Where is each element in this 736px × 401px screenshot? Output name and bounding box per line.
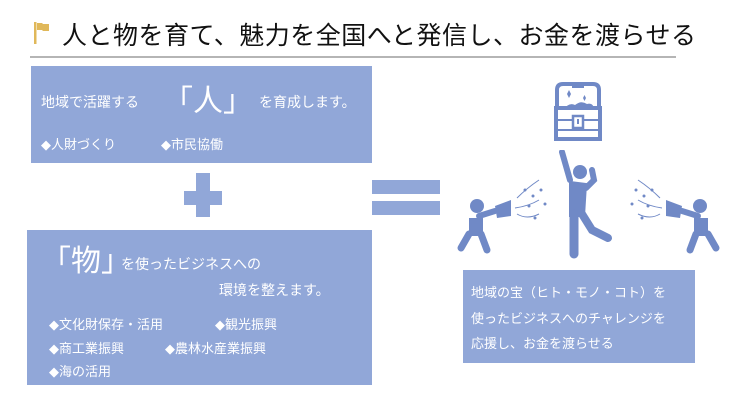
treasure-chest-icon: [554, 82, 602, 141]
mono-keyword: 「物」: [41, 244, 131, 279]
result-line: 地域の宝（ヒト・モノ・コト）を: [471, 286, 667, 301]
mono-line1: を使ったビジネスへの: [121, 257, 261, 273]
mono-item: ◆観光振興: [215, 318, 277, 333]
mono-box: 「物」 を使ったビジネスへの 環境を整えます。 ◆文化財保存・活用 ◆観光振興 …: [27, 230, 372, 385]
party-popper-person-left-icon: [457, 179, 547, 254]
flag-icon: [34, 22, 49, 44]
party-popper-person-right-icon: [630, 179, 720, 254]
result-box: 地域の宝（ヒト・モノ・コト）を 使ったビジネスへのチャレンジを 応援し、お金を渡…: [463, 270, 695, 363]
hito-box: 地域で活躍する 「人」 を育成します。 ◆人財づくり ◆市民協働: [31, 66, 372, 163]
mono-item: ◆商工業振興: [49, 342, 124, 357]
result-line: 使ったビジネスへのチャレンジを: [471, 312, 666, 327]
result-line: 応援し、お金を渡らせる: [471, 337, 614, 352]
mono-item: ◆文化財保存・活用: [49, 318, 163, 333]
hito-item: ◆市民協働: [161, 138, 223, 153]
mono-item: ◆海の活用: [49, 365, 111, 380]
hito-trail: を育成します。: [259, 95, 356, 111]
hito-item: ◆人財づくり: [41, 138, 116, 153]
title-divider: [30, 56, 676, 58]
page-title: 人と物を育て、魅力を全国へと発信し、お金を渡らせる: [62, 21, 697, 50]
cheering-person-icon: [559, 150, 612, 259]
mono-item: ◆農林水産業振興: [165, 342, 266, 357]
mono-line2: 環境を整えます。: [219, 283, 330, 299]
hito-lead: 地域で活躍する: [41, 95, 139, 111]
hito-keyword: 「人」: [163, 84, 253, 119]
